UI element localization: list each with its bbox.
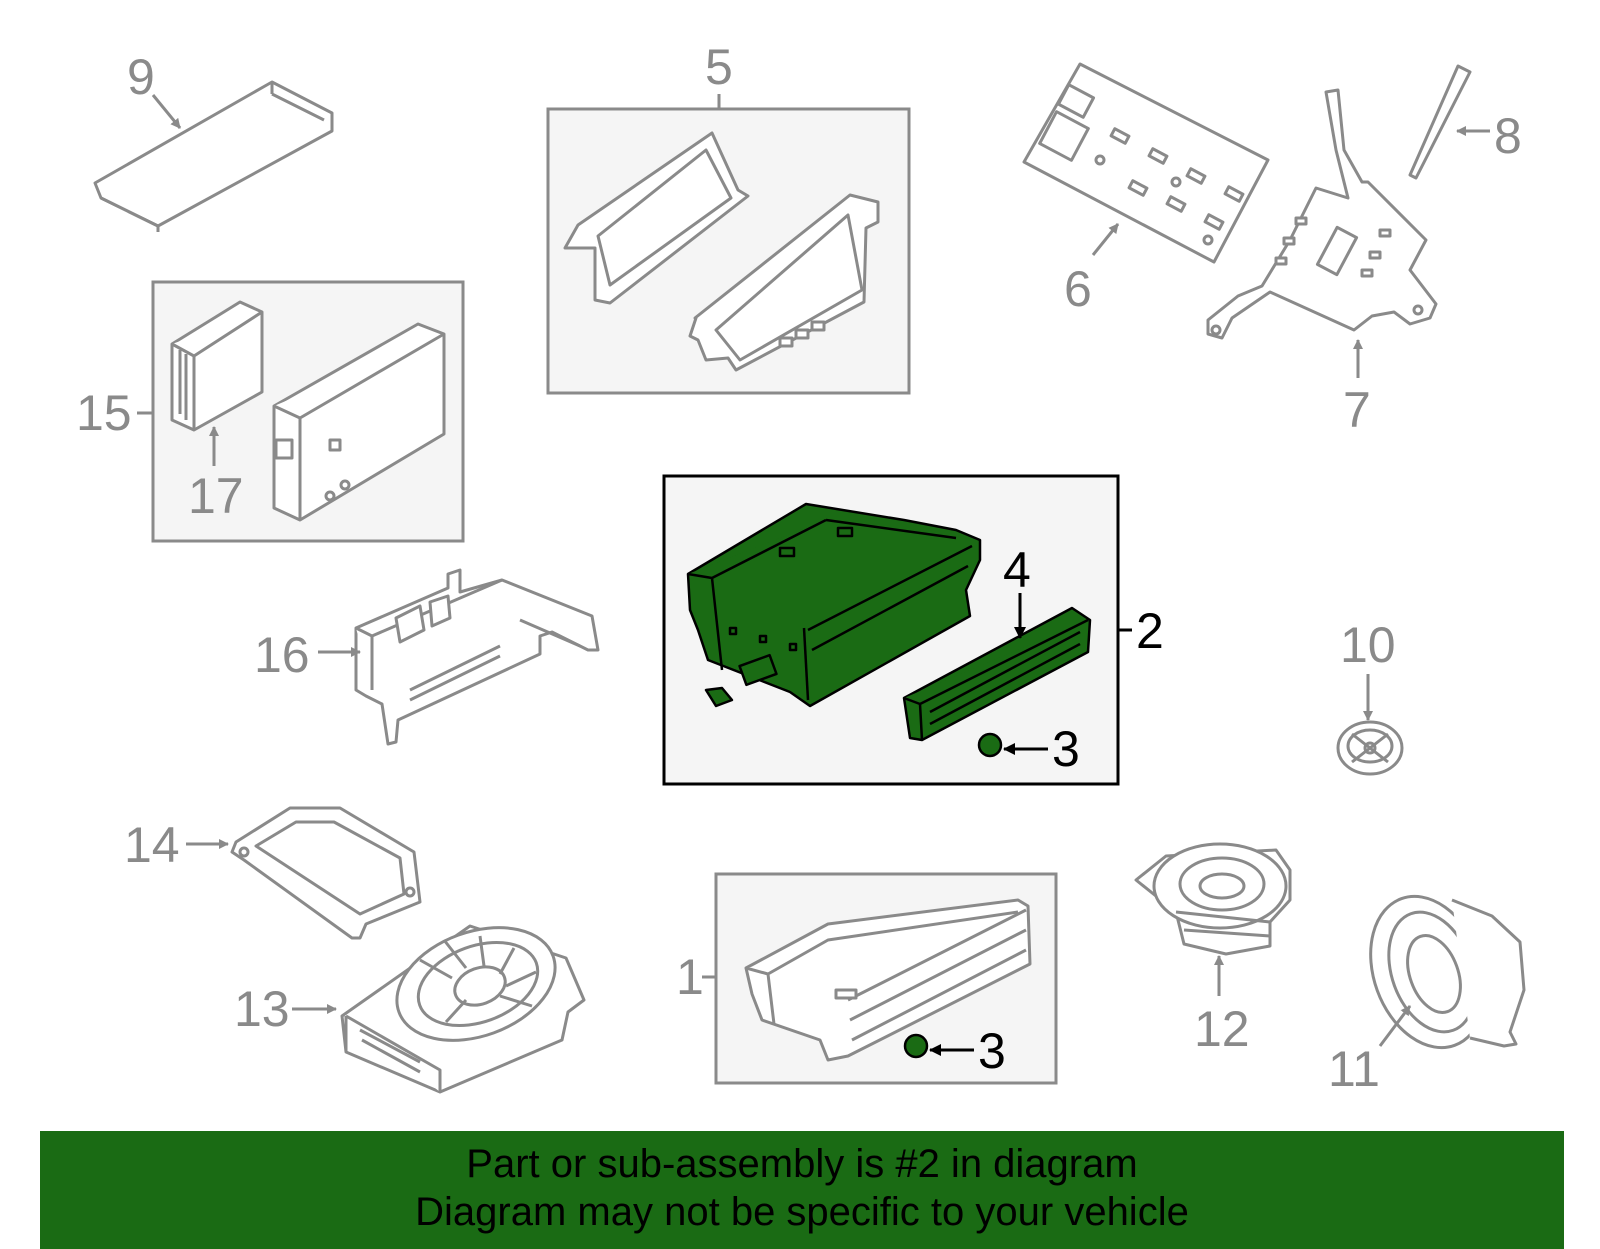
part-15-amplifier: [272, 322, 446, 522]
part-5-displays: [563, 131, 880, 372]
banner-line-2: Diagram may not be specific to your vehi…: [415, 1190, 1189, 1234]
part-10-tweeter: [1336, 720, 1404, 776]
callout-7: 7: [1343, 382, 1371, 438]
callout-1: 1: [676, 949, 704, 1005]
callout-15: 15: [76, 385, 132, 441]
callout-16: 16: [254, 627, 310, 683]
part-14-frame: [230, 806, 422, 940]
part-3-knob-lower: [903, 1033, 929, 1059]
callout-5: 5: [705, 39, 733, 95]
part-8-rod: [1408, 64, 1472, 180]
part-16-bracket: [354, 568, 600, 746]
callout-17: 17: [188, 468, 244, 524]
part-9-cover: [93, 80, 334, 232]
part-11-speaker: [1369, 894, 1526, 1050]
part-1-radio: [744, 898, 1032, 1062]
callout-3-lower: 3: [978, 1023, 1006, 1079]
leader-6: [1091, 223, 1120, 256]
callout-2: 2: [1136, 603, 1164, 659]
leader-11: [1378, 1005, 1412, 1047]
callout-14: 14: [124, 817, 180, 873]
info-banner: Part or sub-assembly is #2 in diagram Di…: [40, 1131, 1564, 1249]
callout-3-upper: 3: [1052, 721, 1080, 777]
callout-6: 6: [1064, 261, 1092, 317]
part-17-module: [170, 300, 264, 432]
banner-line-1: Part or sub-assembly is #2 in diagram: [466, 1142, 1138, 1186]
part-12-speaker: [1134, 842, 1292, 956]
part-13-subwoofer: [340, 924, 586, 1094]
callout-4: 4: [1003, 542, 1031, 598]
part-3-knob-upper: [977, 732, 1003, 758]
callout-13: 13: [234, 981, 290, 1037]
leader-9: [151, 94, 182, 129]
part-4-faceplate: [902, 606, 1092, 742]
part-2-head-unit: [686, 502, 982, 708]
callout-8: 8: [1494, 108, 1522, 164]
part-6-control-panel: [1022, 62, 1270, 264]
callout-10: 10: [1340, 617, 1396, 673]
part-7-bracket: [1206, 88, 1438, 340]
callout-11: 11: [1328, 1041, 1380, 1097]
callout-12: 12: [1194, 1001, 1250, 1057]
callout-9: 9: [127, 49, 155, 105]
